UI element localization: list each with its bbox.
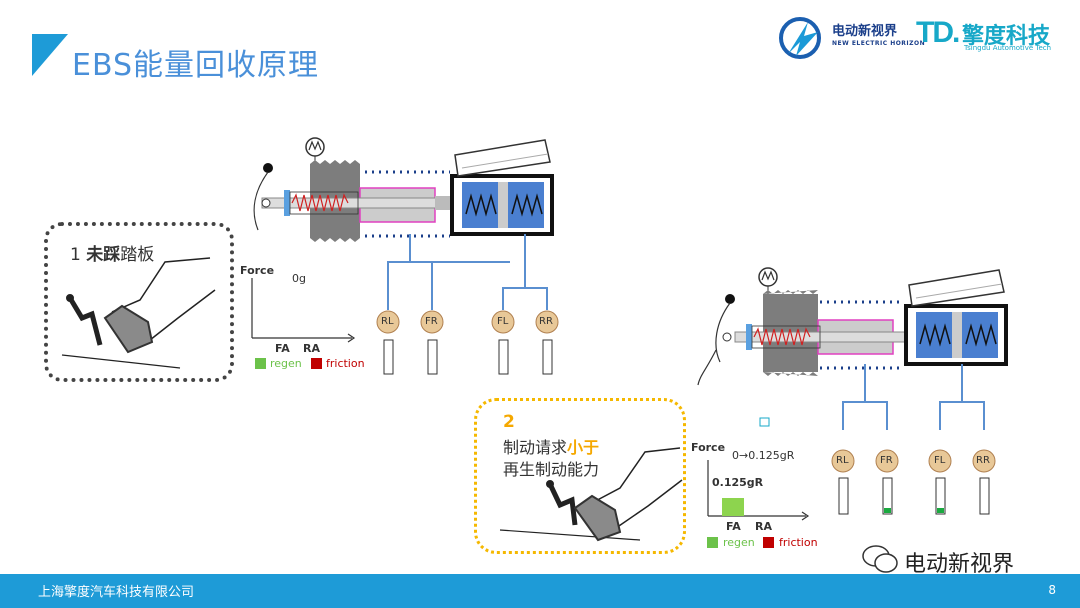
watermark-text: 电动新视界 <box>904 552 1015 577</box>
wheel-label-fl-2: FL <box>934 455 946 466</box>
wheels-2 <box>831 449 996 515</box>
chart1-axes <box>251 278 356 343</box>
wheel-label-rr: RR <box>539 316 553 327</box>
step2-line1-highlight: 小于 <box>567 438 600 457</box>
chart2-legend-regen-swatch <box>707 537 718 548</box>
step1-label: 1 未踩踏板 <box>70 240 154 265</box>
logo-right-mark: TD. <box>916 16 960 49</box>
step2-box <box>474 398 686 554</box>
step1-box <box>44 222 234 382</box>
pivot-icon <box>725 294 735 304</box>
step2-line1-prefix: 制动请求 <box>503 438 568 457</box>
chart2-xlabel-fa: FA <box>726 520 741 533</box>
chart1-legend-friction: friction <box>326 357 365 370</box>
footer-bar: 上海擎度汽车科技有限公司 8 <box>0 574 1080 608</box>
page-number: 8 <box>1048 583 1056 597</box>
chart2-regen-bar <box>722 498 744 516</box>
wheel-label-rl-2: RL <box>836 455 849 466</box>
chart1-legend-friction-swatch <box>311 358 322 369</box>
brake-system-1 <box>253 137 554 310</box>
chart2-value: 0→0.125gR <box>732 449 795 462</box>
step2-number: 2 <box>503 412 515 432</box>
chart2-xlabel-ra: RA <box>755 520 772 533</box>
wheel-label-fr: FR <box>425 316 438 327</box>
reservoir-icon <box>908 269 1005 307</box>
step2-line2: 再生制动能力 <box>503 460 600 479</box>
wheel-label-fr-2: FR <box>880 455 893 466</box>
motor-icon <box>305 137 325 157</box>
chart1-xlabel-fa: FA <box>275 342 290 355</box>
step2-line1: 制动请求小于 <box>503 434 599 458</box>
wheels-1 <box>376 310 559 375</box>
step1-bold: 未踩 <box>86 245 121 265</box>
chart1-xlabel-ra: RA <box>303 342 320 355</box>
step1-number: 1 <box>70 245 81 265</box>
chart1-value: 0g <box>292 272 306 285</box>
pedal-foot-2-icon <box>499 447 683 542</box>
title-triangle-icon <box>32 34 68 76</box>
wheel-label-rl: RL <box>381 316 394 327</box>
wheel-label-fl: FL <box>497 316 509 327</box>
chart2-legend-regen: regen <box>723 536 755 549</box>
logo-right-cn: 擎度科技 <box>962 24 1051 49</box>
logo-left-cn: 电动新视界 <box>832 24 898 39</box>
chart2-ylabel: Force <box>691 441 726 454</box>
chart2-legend-friction: friction <box>779 536 818 549</box>
brake-system-2 <box>697 267 1008 430</box>
chart1-ylabel: Force <box>240 264 275 277</box>
chart1-legend-regen-swatch <box>255 358 266 369</box>
motor-icon <box>758 267 778 287</box>
chart2-legend-friction-swatch <box>763 537 774 548</box>
logo-right-en: Tsingdu Automotive Tech <box>964 44 1052 52</box>
pivot-icon <box>263 163 273 173</box>
pedal-foot-1-icon <box>61 257 216 369</box>
reservoir-icon <box>454 139 551 177</box>
wheel-label-rr-2: RR <box>976 455 990 466</box>
page-title: EBS能量回收原理 <box>72 48 320 83</box>
wechat-icon <box>862 545 898 573</box>
electric-horizon-logo-icon <box>779 17 821 59</box>
chart1-legend-regen: regen <box>270 357 302 370</box>
footer-company: 上海擎度汽车科技有限公司 <box>38 585 195 600</box>
step1-text: 踏板 <box>120 245 155 265</box>
chart2-bar-label: 0.125gR <box>712 476 764 489</box>
logo-left-en: NEW ELECTRIC HORIZON <box>832 40 926 47</box>
